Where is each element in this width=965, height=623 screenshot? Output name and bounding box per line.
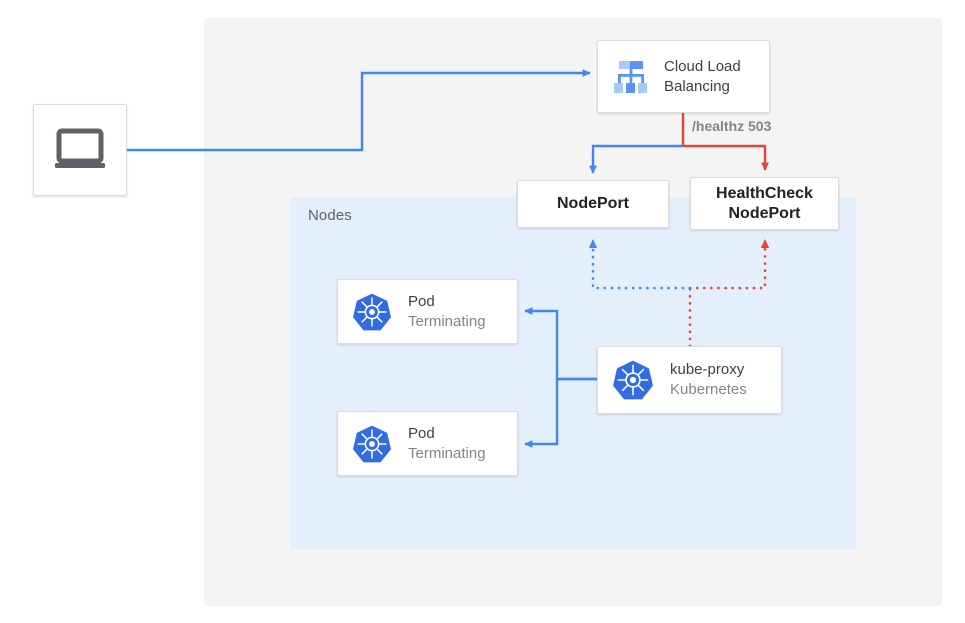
- cloud-load-balancing-icon: [610, 56, 652, 98]
- pod-2-status: Terminating: [408, 444, 486, 462]
- healthcheck-nodeport-label-line1: HealthCheck: [716, 184, 813, 202]
- nodeport-node[interactable]: NodePort: [517, 180, 669, 228]
- pod-1-title: Pod: [408, 292, 435, 310]
- cloud-load-balancing-text: Cloud Load Balancing: [664, 57, 741, 97]
- kube-proxy-subtitle: Kubernetes: [670, 381, 747, 398]
- nodes-panel-label: Nodes: [308, 207, 352, 224]
- pod-node-2[interactable]: Pod Terminating: [337, 411, 518, 476]
- nodeport-label: NodePort: [557, 195, 629, 213]
- cloud-load-balancing-title: Cloud Load: [664, 57, 741, 75]
- healthcheck-nodeport-node[interactable]: HealthCheck NodePort: [690, 177, 839, 230]
- kubernetes-icon: [352, 292, 392, 332]
- kube-proxy-text: kube-proxy Kubernetes: [670, 360, 747, 400]
- pod-node-1[interactable]: Pod Terminating: [337, 279, 518, 344]
- kube-proxy-node[interactable]: kube-proxy Kubernetes: [597, 346, 782, 414]
- kubernetes-icon: [352, 424, 392, 464]
- pod-1-status: Terminating: [408, 312, 486, 330]
- kube-proxy-title: kube-proxy: [670, 361, 745, 379]
- pod-2-title: Pod: [408, 424, 435, 442]
- kubernetes-icon: [612, 359, 654, 401]
- laptop-icon: [53, 128, 107, 172]
- cloud-load-balancing-title-line2: Balancing: [664, 77, 730, 95]
- healthz-edge-label: /healthz 503: [692, 118, 772, 134]
- pod-1-text: Pod Terminating: [408, 292, 486, 332]
- cloud-load-balancing-node[interactable]: Cloud Load Balancing: [597, 40, 770, 113]
- pod-2-text: Pod Terminating: [408, 424, 486, 464]
- client-node[interactable]: [33, 104, 127, 196]
- healthcheck-nodeport-label-line2: NodePort: [728, 204, 801, 222]
